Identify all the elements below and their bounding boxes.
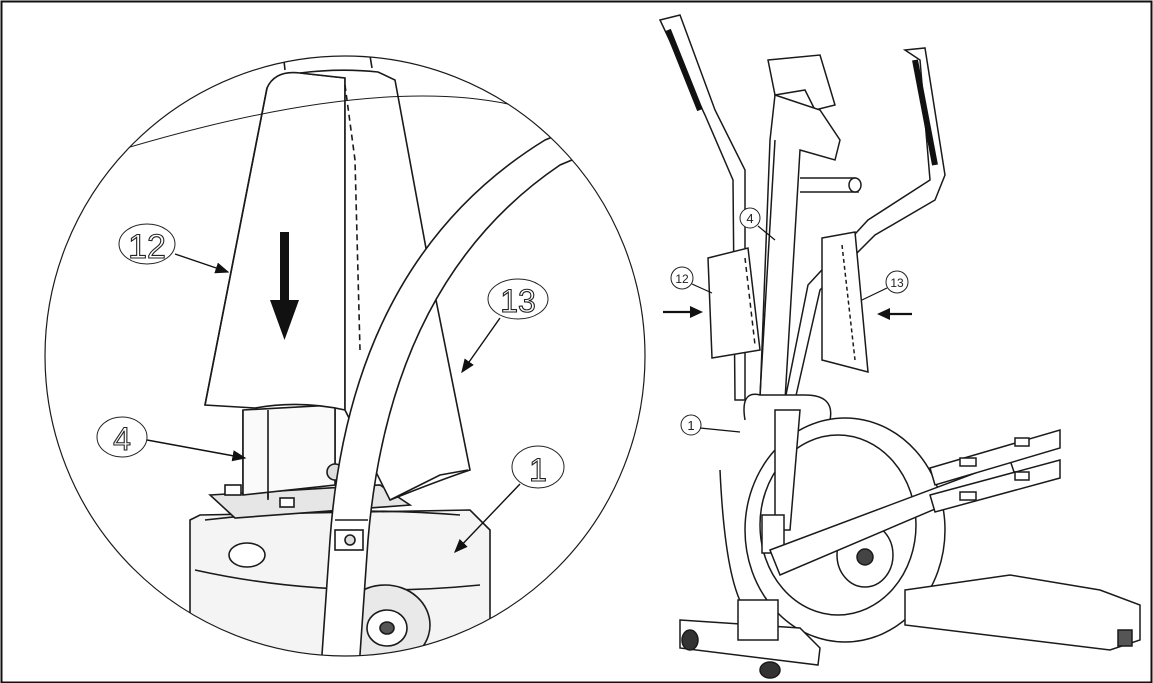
detail-view: 12 13 4 1: [44, 55, 646, 657]
callout-4: 4: [96, 416, 247, 462]
overview-callout-12-label: 12: [675, 272, 689, 286]
callout-13-label: 13: [500, 283, 536, 319]
left-arrow-icon: [877, 308, 912, 320]
overview-callout-12: 12: [670, 266, 713, 294]
housing-hole: [228, 542, 266, 568]
overview-callout-13-label: 13: [890, 276, 904, 290]
front-foot: [679, 619, 821, 666]
callout-1: 1: [454, 445, 565, 554]
overview-callout-4: 4: [739, 207, 776, 241]
down-arrow-icon: [270, 232, 299, 340]
callout-12: 12: [118, 223, 230, 274]
overview-callout-13: 13: [861, 270, 909, 301]
callout-4-label: 4: [113, 421, 131, 457]
overview-callout-1-label: 1: [687, 418, 694, 433]
detail-circle: [44, 55, 646, 657]
left-grip: [665, 28, 703, 112]
overview-callout-1: 1: [680, 414, 741, 436]
callout-13: 13: [461, 278, 549, 374]
callout-1-label: 1: [529, 452, 547, 488]
cover-13: [821, 231, 869, 373]
overview-callout-4-label: 4: [746, 211, 753, 226]
right-grip: [912, 59, 938, 166]
right-arrow-icon: [663, 306, 703, 318]
cover-12: [707, 247, 761, 359]
overview-view: [658, 14, 1141, 679]
callout-12-label: 12: [128, 228, 166, 266]
